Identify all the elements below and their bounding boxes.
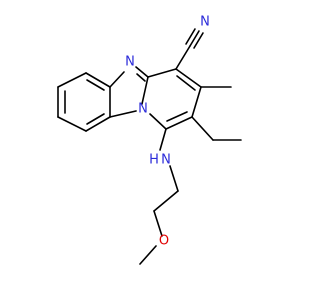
bond <box>175 68 202 88</box>
imidazole-ring <box>109 66 149 118</box>
atom-label: N <box>200 15 210 30</box>
bond <box>165 116 193 130</box>
bond <box>57 116 87 132</box>
atom-label-o-ether: O <box>159 234 169 249</box>
bond <box>85 72 111 88</box>
bond <box>141 76 149 105</box>
atom-label: N <box>138 102 148 117</box>
bond <box>86 79 105 91</box>
bond <box>85 116 111 132</box>
bond <box>153 210 163 237</box>
bond <box>57 72 87 88</box>
benzene-ring <box>57 72 111 132</box>
bond <box>136 73 146 82</box>
bond <box>169 165 179 192</box>
methoxyethylamine-chain <box>139 128 179 265</box>
bond <box>159 128 167 151</box>
bond <box>185 28 196 45</box>
bond <box>86 113 105 125</box>
bond <box>139 245 157 265</box>
bond <box>166 111 188 122</box>
atom-label-n-nitrile: N <box>200 15 210 30</box>
atom-label-n-imine: N <box>125 55 135 70</box>
atom-label: N <box>125 55 135 70</box>
bond <box>149 113 167 130</box>
bond <box>109 71 125 88</box>
atom-label-n-bridge: N <box>138 102 148 117</box>
atom-label: N <box>161 153 171 168</box>
bond <box>175 45 191 70</box>
bond <box>176 75 196 91</box>
pyridine-ring <box>147 68 202 130</box>
molecule-structure-diagram: N N N H N O <box>57 15 242 265</box>
atom-label-n-amine: N H <box>149 153 171 168</box>
nitrile-group <box>175 28 204 70</box>
bond <box>189 30 200 47</box>
bond <box>135 66 149 78</box>
bond <box>193 32 204 49</box>
bond <box>191 86 202 118</box>
ethyl-group <box>191 116 242 141</box>
atom-label: O <box>159 234 169 249</box>
bond <box>191 116 214 141</box>
atom-label: H <box>149 153 159 168</box>
bond <box>109 110 137 118</box>
bond <box>153 190 179 212</box>
bond <box>147 68 177 78</box>
